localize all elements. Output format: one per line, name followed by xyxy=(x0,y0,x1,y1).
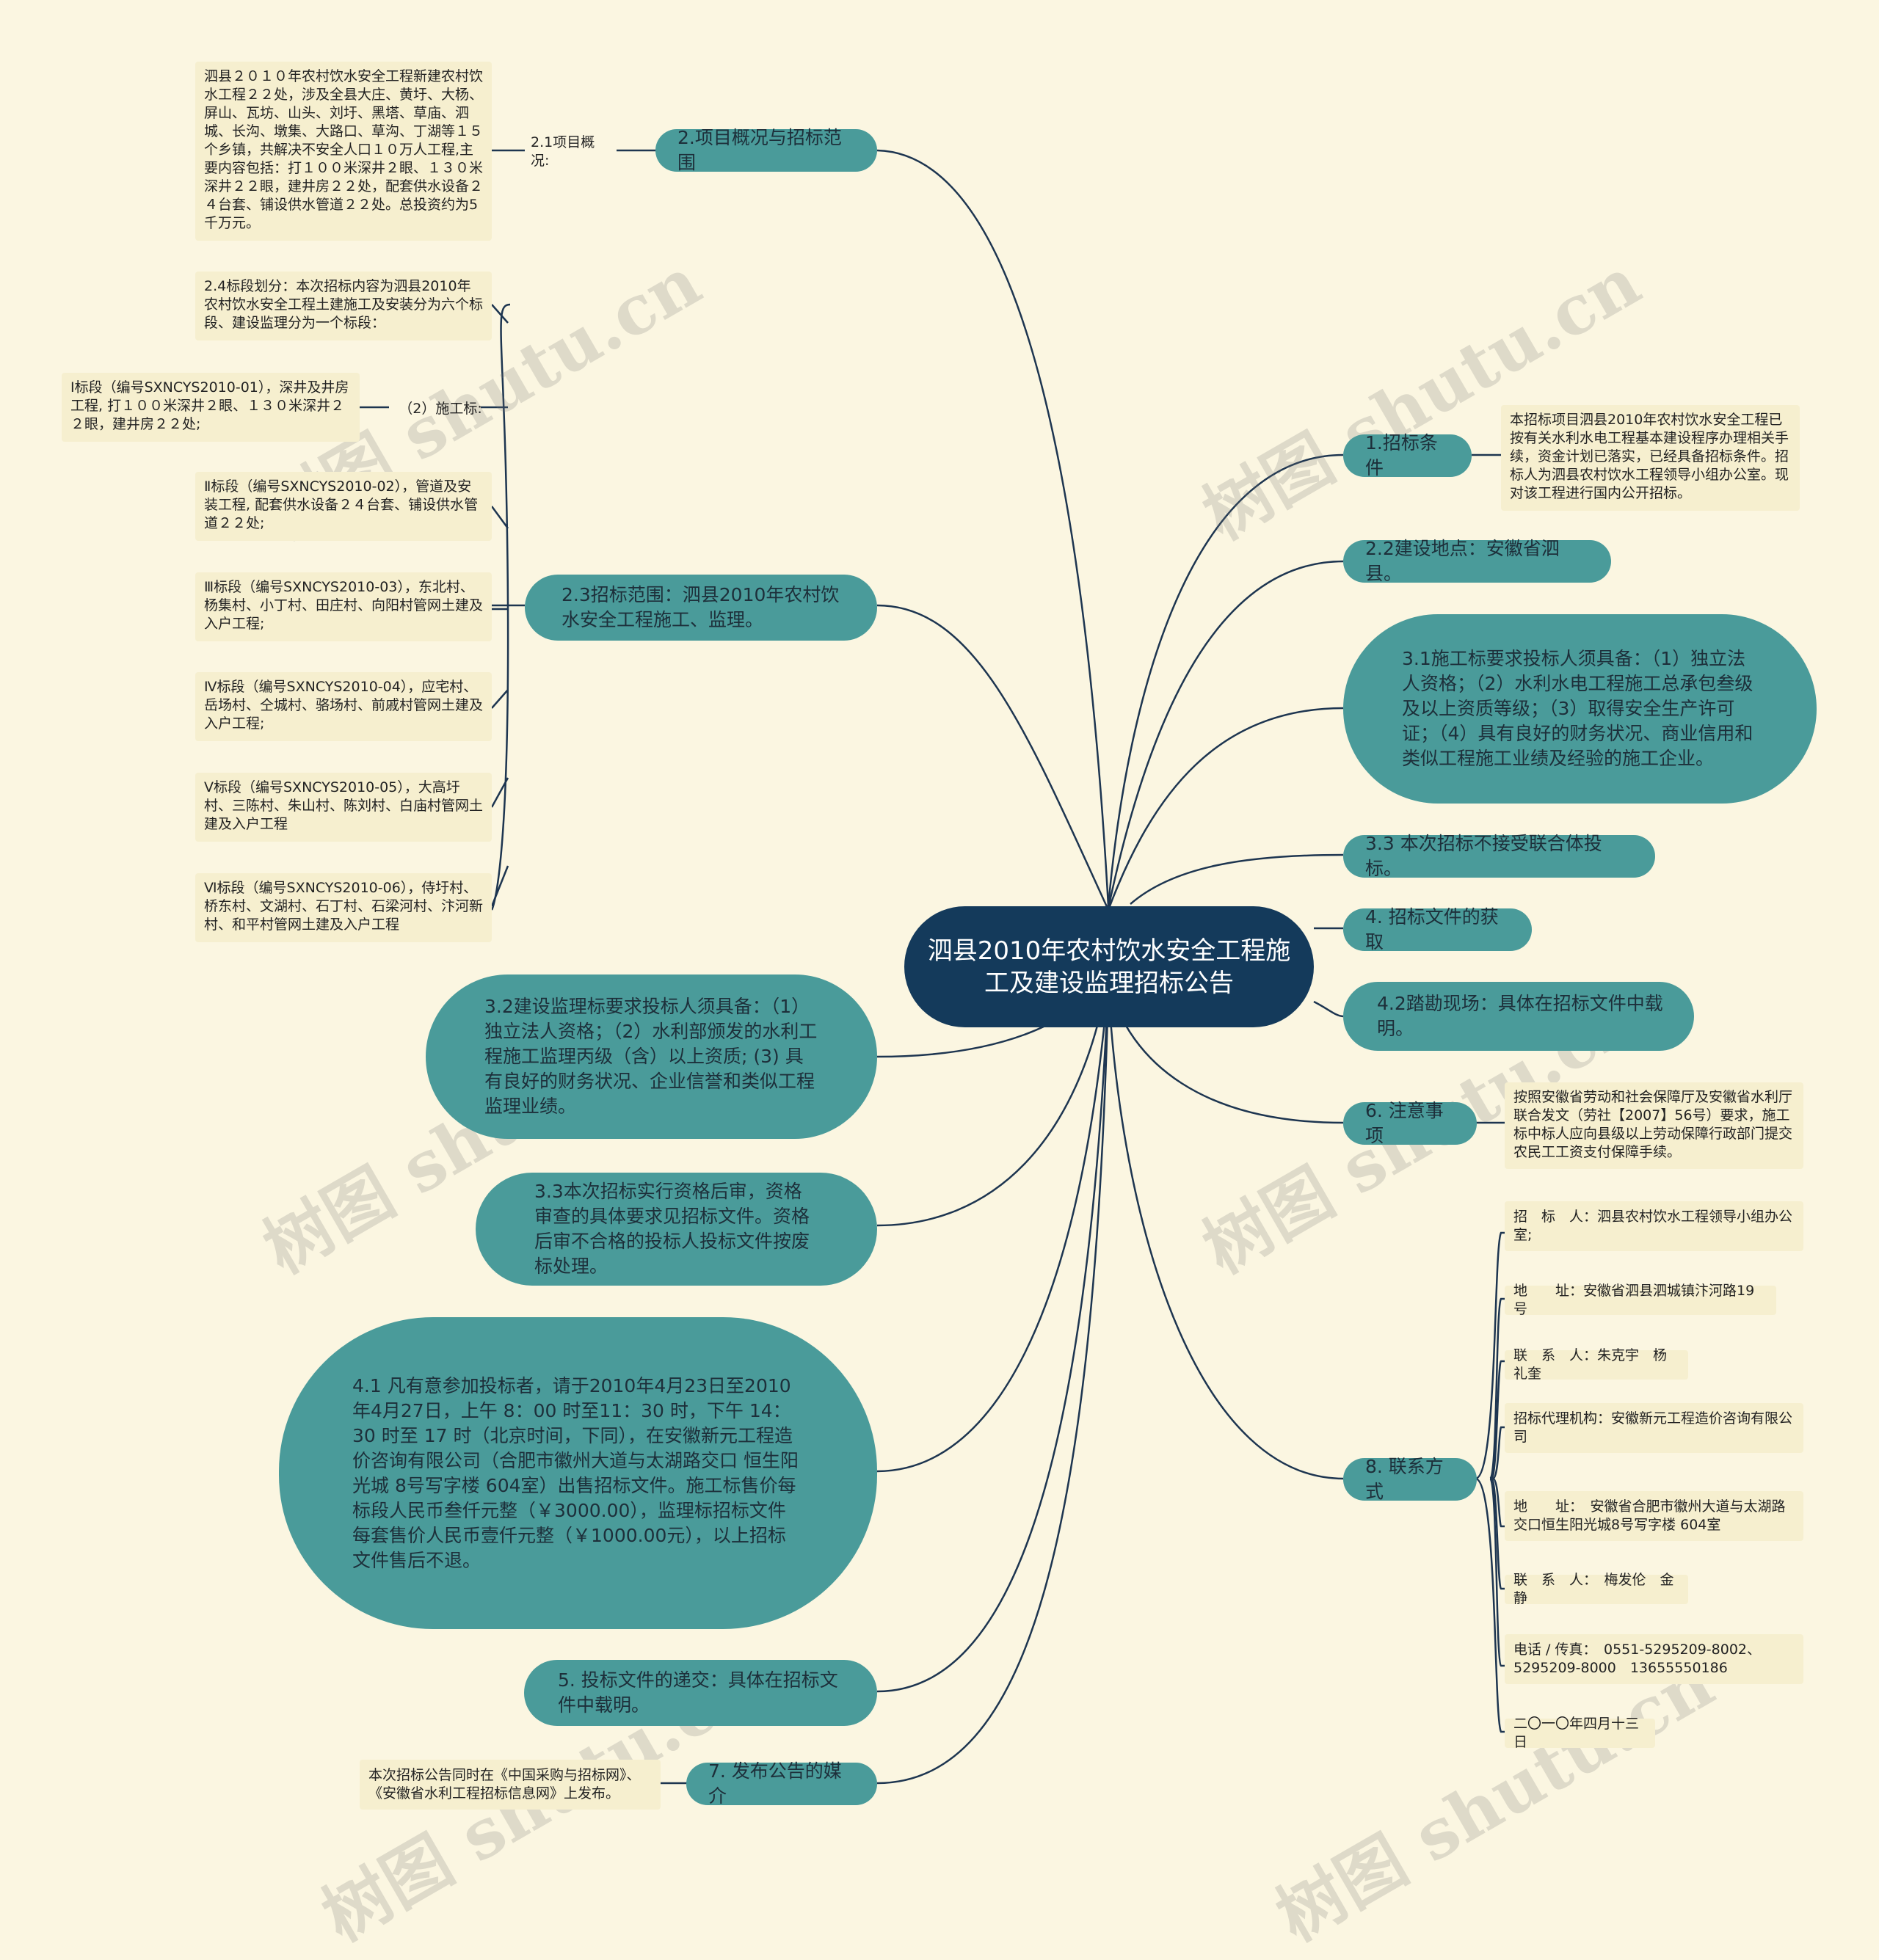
note-segment-1: Ⅰ标段（编号SXNCYS2010-01），深井及井房工程, 打１００米深井２眼、… xyxy=(62,373,360,442)
topic-contact-info[interactable]: 8. 联系方式 xyxy=(1343,1456,1477,1502)
root-node[interactable]: 泗县2010年农村饮水安全工程施工及建设监理招标公告 xyxy=(904,906,1314,1027)
contact-person: 联 系 人：朱克宇 杨礼奎 xyxy=(1505,1347,1688,1382)
note-segment-6: Ⅵ标段（编号SXNCYS2010-06），侍圩村、桥东村、文湖村、石丁村、石梁河… xyxy=(195,873,492,942)
contact-phone-fax: 电话 / 传真： 0551-5295209-8002、5295209-8000 … xyxy=(1505,1634,1803,1684)
topic-publication-media[interactable]: 7. 发布公告的媒介 xyxy=(686,1760,877,1807)
topic-obtain-bid-documents[interactable]: 4. 招标文件的获取 xyxy=(1343,906,1532,952)
topic-label: 2.3招标范围：泗县2010年农村饮水安全工程施工、监理。 xyxy=(561,584,840,630)
announcement-date: 二〇一〇年四月十三日 xyxy=(1505,1716,1655,1750)
topic-bid-conditions[interactable]: 1.招标条件 xyxy=(1343,432,1472,478)
note-segment-3: Ⅲ标段（编号SXNCYS2010-03），东北村、杨集村、小丁村、田庄村、向阳村… xyxy=(195,572,492,641)
topic-construction-location[interactable]: 2.2建设地点：安徽省泗县。 xyxy=(1343,538,1611,584)
topic-no-consortium[interactable]: 3.3 本次招标不接受联合体投标。 xyxy=(1343,833,1655,879)
root-title: 泗县2010年农村饮水安全工程施工及建设监理招标公告 xyxy=(927,936,1291,998)
topic-bid-scope[interactable]: 2.3招标范围：泗县2010年农村饮水安全工程施工、监理。 xyxy=(525,575,877,641)
topic-qualification-review[interactable]: 3.3本次招标实行资格后审，资格审查的具体要求见招标文件。资格后审不合格的投标人… xyxy=(476,1173,877,1286)
topic-supervision-requirements[interactable]: 3.2建设监理标要求投标人须具备：（1）独立法人资格；（2）水利部颁发的水利工程… xyxy=(426,974,877,1139)
connector-lines xyxy=(360,149,1505,1785)
topic-notes[interactable]: 6. 注意事项 xyxy=(1343,1100,1477,1146)
contact-tenderer: 招 标 人：泗县农村饮水工程领导小组办公室; xyxy=(1505,1201,1803,1251)
contact-agency-person: 联 系 人： 梅发伦 金静 xyxy=(1505,1572,1688,1606)
note-project-overview: 泗县２０１０年农村饮水安全工程新建农村饮水工程２２处，涉及全县大庄、黄圩、大杨、… xyxy=(195,62,492,241)
note-publication-media: 本次招标公告同时在《中国采购与招标网》、《安徽省水利工程招标信息网》上发布。 xyxy=(360,1760,661,1810)
note-segment-division: 2.4标段划分：本次招标内容为泗县2010年农村饮水安全工程土建施工及安装分为六… xyxy=(195,272,492,340)
note-notes: 按照安徽省劳动和社会保障厅及安徽省水利厅联合发文（劳社【2007】56号）要求，… xyxy=(1505,1082,1803,1169)
topic-site-survey[interactable]: 4.2踏勘现场：具体在招标文件中载明。 xyxy=(1343,982,1694,1051)
topic-construction-requirements[interactable]: 3.1施工标要求投标人须具备：（1）独立法人资格；（2）水利水电工程施工总承包叁… xyxy=(1343,614,1817,804)
topic-project-overview[interactable]: 2.项目概况与招标范围 xyxy=(655,127,877,173)
contact-agency-address: 地 址： 安徽省合肥市徽州大道与太湖路交口恒生阳光城8号写字楼 604室 xyxy=(1505,1491,1803,1541)
label-construction-bid: （2）施工标: xyxy=(399,400,482,417)
topic-label: 2.项目概况与招标范围 xyxy=(677,127,842,173)
label-project-overview: 2.1项目概况: xyxy=(531,134,595,169)
topic-bid-submission[interactable]: 5. 投标文件的递交：具体在招标文件中载明。 xyxy=(524,1660,877,1726)
note-segment-2: Ⅱ标段（编号SXNCYS2010-02），管道及安装工程, 配套供水设备２４台套… xyxy=(195,472,492,541)
note-bid-conditions: 本招标项目泗县2010年农村饮水安全工程已按有关水利水电工程基本建设程序办理相关… xyxy=(1501,405,1800,511)
contact-agency: 招标代理机构：安徽新元工程造价咨询有限公司 xyxy=(1505,1403,1803,1453)
contact-address: 地 址：安徽省泗县泗城镇汴河路19号 xyxy=(1505,1283,1776,1317)
note-segment-4: Ⅳ标段（编号SXNCYS2010-04），应宅村、岳场村、仝城村、骆场村、前戚村… xyxy=(195,672,492,741)
note-segment-5: Ⅴ标段（编号SXNCYS2010-05），大高圩村、三陈村、朱山村、陈刘村、白庙… xyxy=(195,773,492,842)
topic-bid-document-sale[interactable]: 4.1 凡有意参加投标者，请于2010年4月23日至2010年4月27日，上午 … xyxy=(279,1317,877,1629)
